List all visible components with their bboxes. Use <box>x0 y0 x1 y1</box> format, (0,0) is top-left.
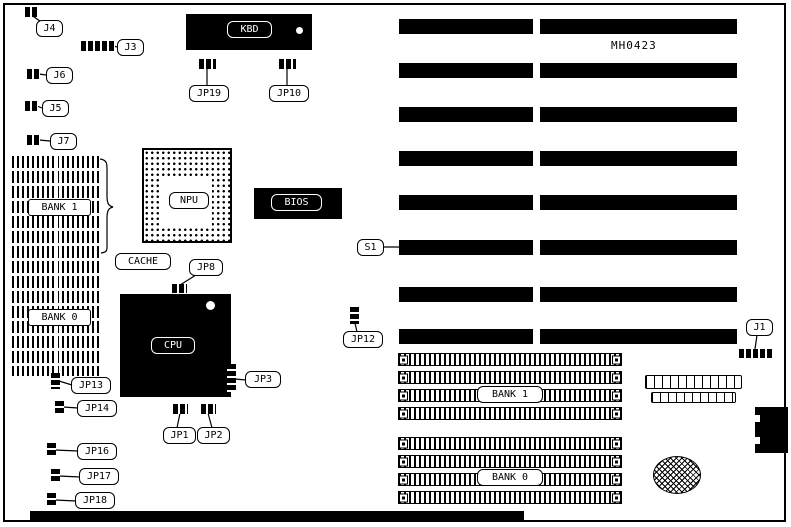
j7-header-pins <box>27 135 40 145</box>
isa-slot-segment <box>540 63 737 78</box>
npu-pin1-hole <box>202 180 212 190</box>
label-j6: J6 <box>46 67 73 84</box>
cpu-chip-label: CPU <box>151 337 195 354</box>
isa-slot-segment <box>540 107 737 122</box>
jp10-header-pins <box>279 59 296 69</box>
cache-dram-chip-stack <box>12 156 99 376</box>
label-bank0-bottom: BANK 0 <box>477 469 543 486</box>
j6-header-pins <box>27 69 40 79</box>
jp2-header-pins <box>201 404 216 414</box>
label-jp13: JP13 <box>71 377 111 394</box>
simm-socket <box>398 455 622 468</box>
label-bank1-left: BANK 1 <box>28 199 91 216</box>
isa-slot-segment <box>399 63 533 78</box>
power-connector-notch <box>755 437 760 444</box>
j4-header-pins <box>25 7 38 17</box>
label-jp18: JP18 <box>75 492 115 509</box>
speaker-component <box>653 456 701 494</box>
jp18-header-pins <box>47 493 56 507</box>
isa-slot-segment <box>540 240 737 255</box>
label-j5: J5 <box>42 100 69 117</box>
isa-slot-segment <box>399 107 533 122</box>
label-jp8: JP8 <box>189 259 223 276</box>
board-edge-bar <box>30 511 524 520</box>
label-j7: J7 <box>50 133 77 150</box>
jp13-header-pins <box>51 373 60 389</box>
jp14-header-pins <box>55 401 64 413</box>
part-number: MH0423 <box>611 39 657 52</box>
board-outline <box>3 3 786 522</box>
kbd-chip <box>186 14 312 50</box>
bios-chip-label: BIOS <box>271 194 322 211</box>
jp1-header-pins <box>173 404 188 414</box>
jp17-header-pins <box>51 469 60 483</box>
label-jp19: JP19 <box>189 85 229 102</box>
jp16-header-pins <box>47 443 56 457</box>
isa-slot-segment <box>399 329 533 344</box>
label-jp3: JP3 <box>245 371 281 388</box>
simm-socket <box>398 371 622 384</box>
bios-chip <box>254 188 342 219</box>
isa-slot-segment <box>540 195 737 210</box>
isa-slot-segment <box>540 329 737 344</box>
cpu-pin1-dot <box>206 301 215 310</box>
jp8-header-pins <box>172 284 187 293</box>
jp3-header-pins <box>227 364 236 392</box>
isa-slot-segment <box>399 195 533 210</box>
label-jp16: JP16 <box>77 443 117 460</box>
pin-header-strip <box>645 375 742 389</box>
label-jp10: JP10 <box>269 85 309 102</box>
isa-slot-segment <box>399 287 533 302</box>
isa-slot-segment <box>540 151 737 166</box>
simm-socket <box>398 491 622 504</box>
jp19-header-pins <box>199 59 216 69</box>
cpu-chip <box>120 294 231 397</box>
power-connector-notch <box>755 415 760 422</box>
simm-socket <box>398 437 622 450</box>
label-j4: J4 <box>36 20 63 37</box>
label-npu: NPU <box>169 192 209 209</box>
label-jp12: JP12 <box>343 331 383 348</box>
j1-header-pins <box>739 349 772 358</box>
jp12-header-pins <box>350 307 359 324</box>
isa-slot-segment <box>399 151 533 166</box>
label-cache: CACHE <box>115 253 171 270</box>
power-connector <box>755 407 788 453</box>
label-s1: S1 <box>357 239 384 256</box>
label-bank0-left: BANK 0 <box>28 309 91 326</box>
label-bank1-bottom: BANK 1 <box>477 386 543 403</box>
simm-socket <box>398 353 622 366</box>
isa-slot-segment <box>540 287 737 302</box>
pin-header-strip <box>651 392 736 403</box>
simm-socket <box>398 407 622 420</box>
label-jp14: JP14 <box>77 400 117 417</box>
label-j1: J1 <box>746 319 773 336</box>
kbd-pin1-dot <box>296 27 303 34</box>
label-jp2: JP2 <box>197 427 230 444</box>
isa-slot-segment <box>399 19 533 34</box>
isa-slot-segment <box>540 19 737 34</box>
j3-header-pins <box>81 41 115 51</box>
label-j3: J3 <box>117 39 144 56</box>
label-jp17: JP17 <box>79 468 119 485</box>
kbd-chip-label: KBD <box>227 21 272 38</box>
label-jp1: JP1 <box>163 427 196 444</box>
j5-header-pins <box>25 101 38 111</box>
isa-slot-segment <box>399 240 533 255</box>
